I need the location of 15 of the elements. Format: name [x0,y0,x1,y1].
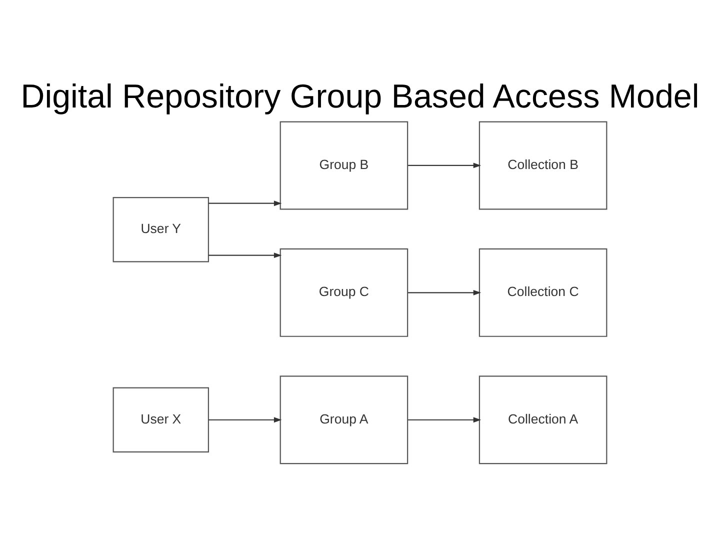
node-box: User Y [112,197,210,262]
node-box: User X [112,387,210,453]
arrow [208,200,282,206]
arrow [408,162,482,168]
node-box: Collection B [478,121,608,210]
arrow [208,252,282,258]
node-box: Group B [280,121,408,210]
node-box: Group C [280,248,408,337]
arrow [408,290,482,296]
node-box: Collection A [478,376,608,464]
diagram-title: Digital Repository Group Based Access Model [20,78,700,116]
arrow [208,417,282,423]
arrow [408,417,482,423]
node-box: Collection C [478,248,608,337]
node-box: Group A [280,376,408,464]
